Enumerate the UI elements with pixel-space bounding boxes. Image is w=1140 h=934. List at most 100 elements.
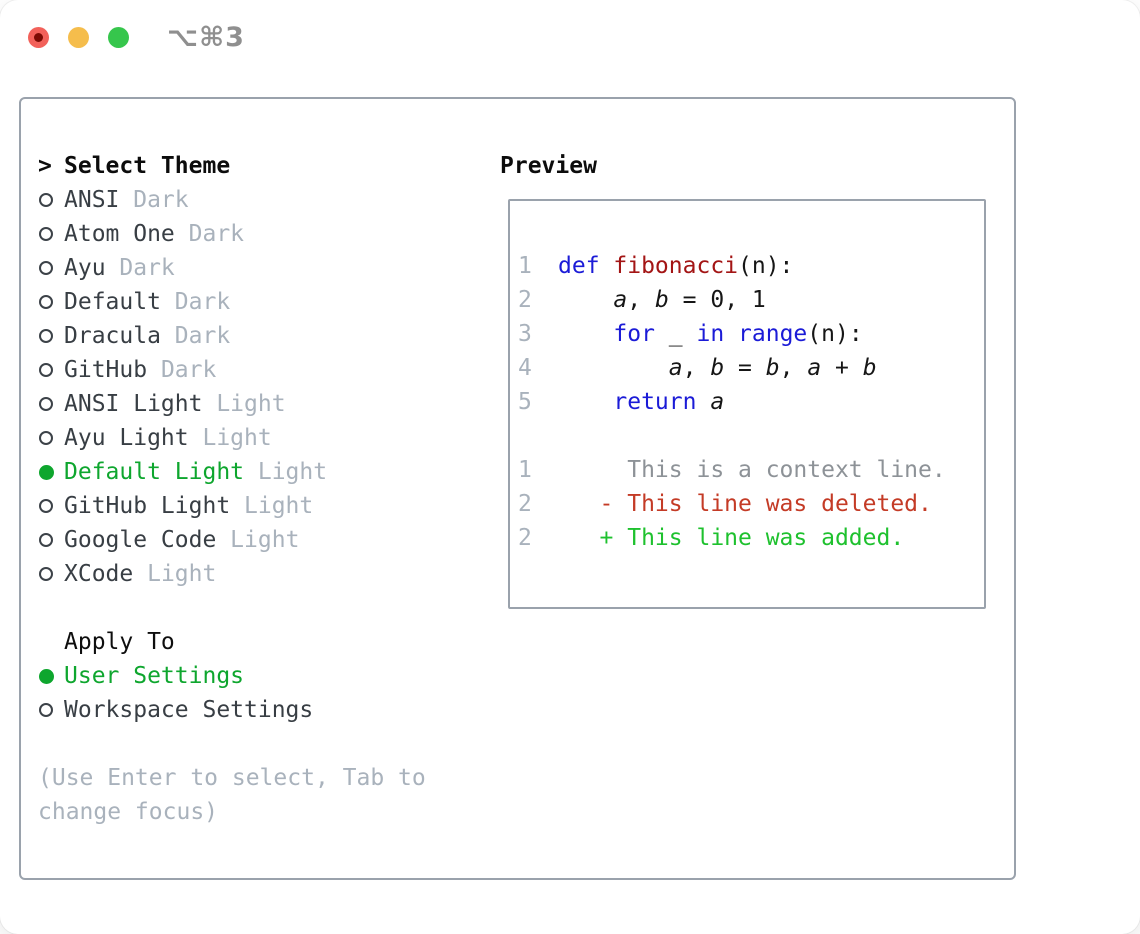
option-label: XCode	[64, 561, 134, 587]
unsaved-dot-icon	[34, 33, 43, 42]
code-line: 4 a, b = b, a + b	[518, 351, 984, 385]
help-text: (Use Enter to select, Tab to change focus…	[38, 761, 426, 829]
titlebar: ⌥⌘3	[0, 0, 1140, 70]
code-token-added: + This line was added.	[599, 525, 905, 551]
option-label: Ayu	[64, 255, 106, 281]
code-line: 3 for _ in range(n):	[518, 317, 984, 351]
option-variant-label: Dark	[160, 323, 231, 349]
theme-option-google-code-light[interactable]: Google Code Light	[38, 523, 426, 557]
option-label: User Settings	[64, 663, 245, 689]
theme-option-github-light-light[interactable]: GitHub Light Light	[38, 489, 426, 523]
option-label: GitHub Light	[64, 493, 231, 519]
prompt-arrow-icon: >	[38, 153, 52, 179]
theme-option-xcode-light[interactable]: XCode Light	[38, 557, 426, 591]
minimize-button[interactable]	[68, 27, 89, 48]
theme-option-default-light-light[interactable]: Default Light Light	[38, 455, 426, 489]
line-number: 1	[518, 457, 532, 483]
code-token-kw: range	[738, 321, 808, 347]
theme-option-ansi-light-light[interactable]: ANSI Light Light	[38, 387, 426, 421]
code-token-var: b	[765, 355, 780, 381]
radio-icon	[39, 668, 54, 684]
radio-icon	[39, 397, 53, 411]
code-token-var: a	[668, 355, 683, 381]
theme-options-list: ANSI Dark Atom One Dark Ayu Dark Default…	[38, 183, 426, 591]
help-text-line: change focus)	[38, 799, 219, 825]
code-token-fn: fibonacci	[613, 253, 739, 279]
code-token-var: a	[807, 355, 822, 381]
spacer	[38, 591, 426, 625]
help-text-line: (Use Enter to select, Tab to	[38, 765, 426, 791]
theme-option-default-dark[interactable]: Default Dark	[38, 285, 426, 319]
zoom-button[interactable]	[108, 27, 129, 48]
code-token-plain	[558, 491, 600, 517]
code-line: 2 - This line was deleted.	[518, 487, 984, 521]
radio-icon	[39, 363, 53, 377]
option-variant-label: Light	[133, 561, 217, 587]
theme-option-atom-one-dark[interactable]: Atom One Dark	[38, 217, 426, 251]
apply-to-title: Apply To	[64, 629, 175, 655]
option-variant-label: Light	[230, 493, 314, 519]
window-title: ⌥⌘3	[167, 22, 245, 53]
preview-title: Preview	[500, 153, 597, 179]
code-line: 1 This is a context line.	[518, 453, 984, 487]
select-theme-header-row: > Select Theme	[38, 149, 426, 183]
option-variant-label: Dark	[174, 221, 245, 247]
apply-option-workspace-settings[interactable]: Workspace Settings	[38, 693, 426, 727]
code-token-kw: def	[558, 253, 614, 279]
spacer	[38, 727, 426, 761]
line-number: 5	[518, 389, 532, 415]
code-token-plain: +	[821, 355, 863, 381]
radio-icon	[39, 464, 54, 480]
radio-icon	[39, 227, 53, 241]
line-number: 4	[518, 355, 532, 381]
option-variant-label: Dark	[105, 255, 175, 281]
code-token-plain: ,	[682, 355, 711, 381]
code-token-var: b	[862, 355, 877, 381]
code-token-deleted: - This line was deleted.	[599, 491, 932, 517]
theme-option-dracula-dark[interactable]: Dracula Dark	[38, 319, 426, 353]
theme-option-ayu-light-light[interactable]: Ayu Light Light	[38, 421, 426, 455]
code-token-plain	[558, 287, 613, 313]
code-token-context: This is a context line.	[558, 457, 946, 483]
diff-preview-lines: 1 This is a context line.2 - This line w…	[518, 453, 984, 555]
theme-option-ansi-dark[interactable]: ANSI Dark	[38, 183, 426, 217]
option-label: ANSI Light	[64, 391, 203, 417]
code-token-plain: =	[724, 355, 766, 381]
radio-icon	[39, 193, 53, 207]
radio-icon	[39, 567, 53, 581]
option-label: Workspace Settings	[64, 697, 314, 723]
code-token-plain	[558, 389, 613, 415]
theme-selector-column: > Select Theme ANSI Dark Atom One Dark A…	[38, 149, 426, 829]
code-token-plain	[696, 389, 710, 415]
option-label: Google Code	[64, 527, 217, 553]
code-line: 5 return a	[518, 385, 984, 419]
code-token-plain: (n):	[807, 321, 863, 347]
option-label: Dracula	[64, 323, 161, 349]
code-token-var: b	[710, 355, 725, 381]
code-token-var: a	[613, 287, 628, 313]
radio-icon	[39, 703, 53, 717]
apply-to-options-list: User Settings Workspace Settings	[38, 659, 426, 727]
code-token-plain: ,	[627, 287, 655, 313]
radio-icon	[39, 295, 53, 309]
radio-icon	[39, 533, 53, 547]
code-token-kw: for	[613, 321, 655, 347]
code-token-plain: = 0, 1	[668, 287, 766, 313]
apply-option-user-settings[interactable]: User Settings	[38, 659, 426, 693]
theme-option-github-dark[interactable]: GitHub Dark	[38, 353, 426, 387]
code-token-kw: in	[696, 321, 725, 347]
code-token-plain: ,	[779, 355, 808, 381]
option-label: Default Light	[64, 459, 245, 485]
close-button[interactable]	[28, 27, 49, 48]
option-label: Default	[64, 289, 161, 315]
option-variant-label: Light	[216, 527, 300, 553]
option-label: Ayu Light	[64, 425, 189, 451]
code-token-plain	[724, 321, 738, 347]
spacer	[518, 419, 984, 453]
code-token-plain: (n):	[738, 253, 794, 279]
code-token-plain	[558, 355, 669, 381]
theme-option-ayu-dark[interactable]: Ayu Dark	[38, 251, 426, 285]
